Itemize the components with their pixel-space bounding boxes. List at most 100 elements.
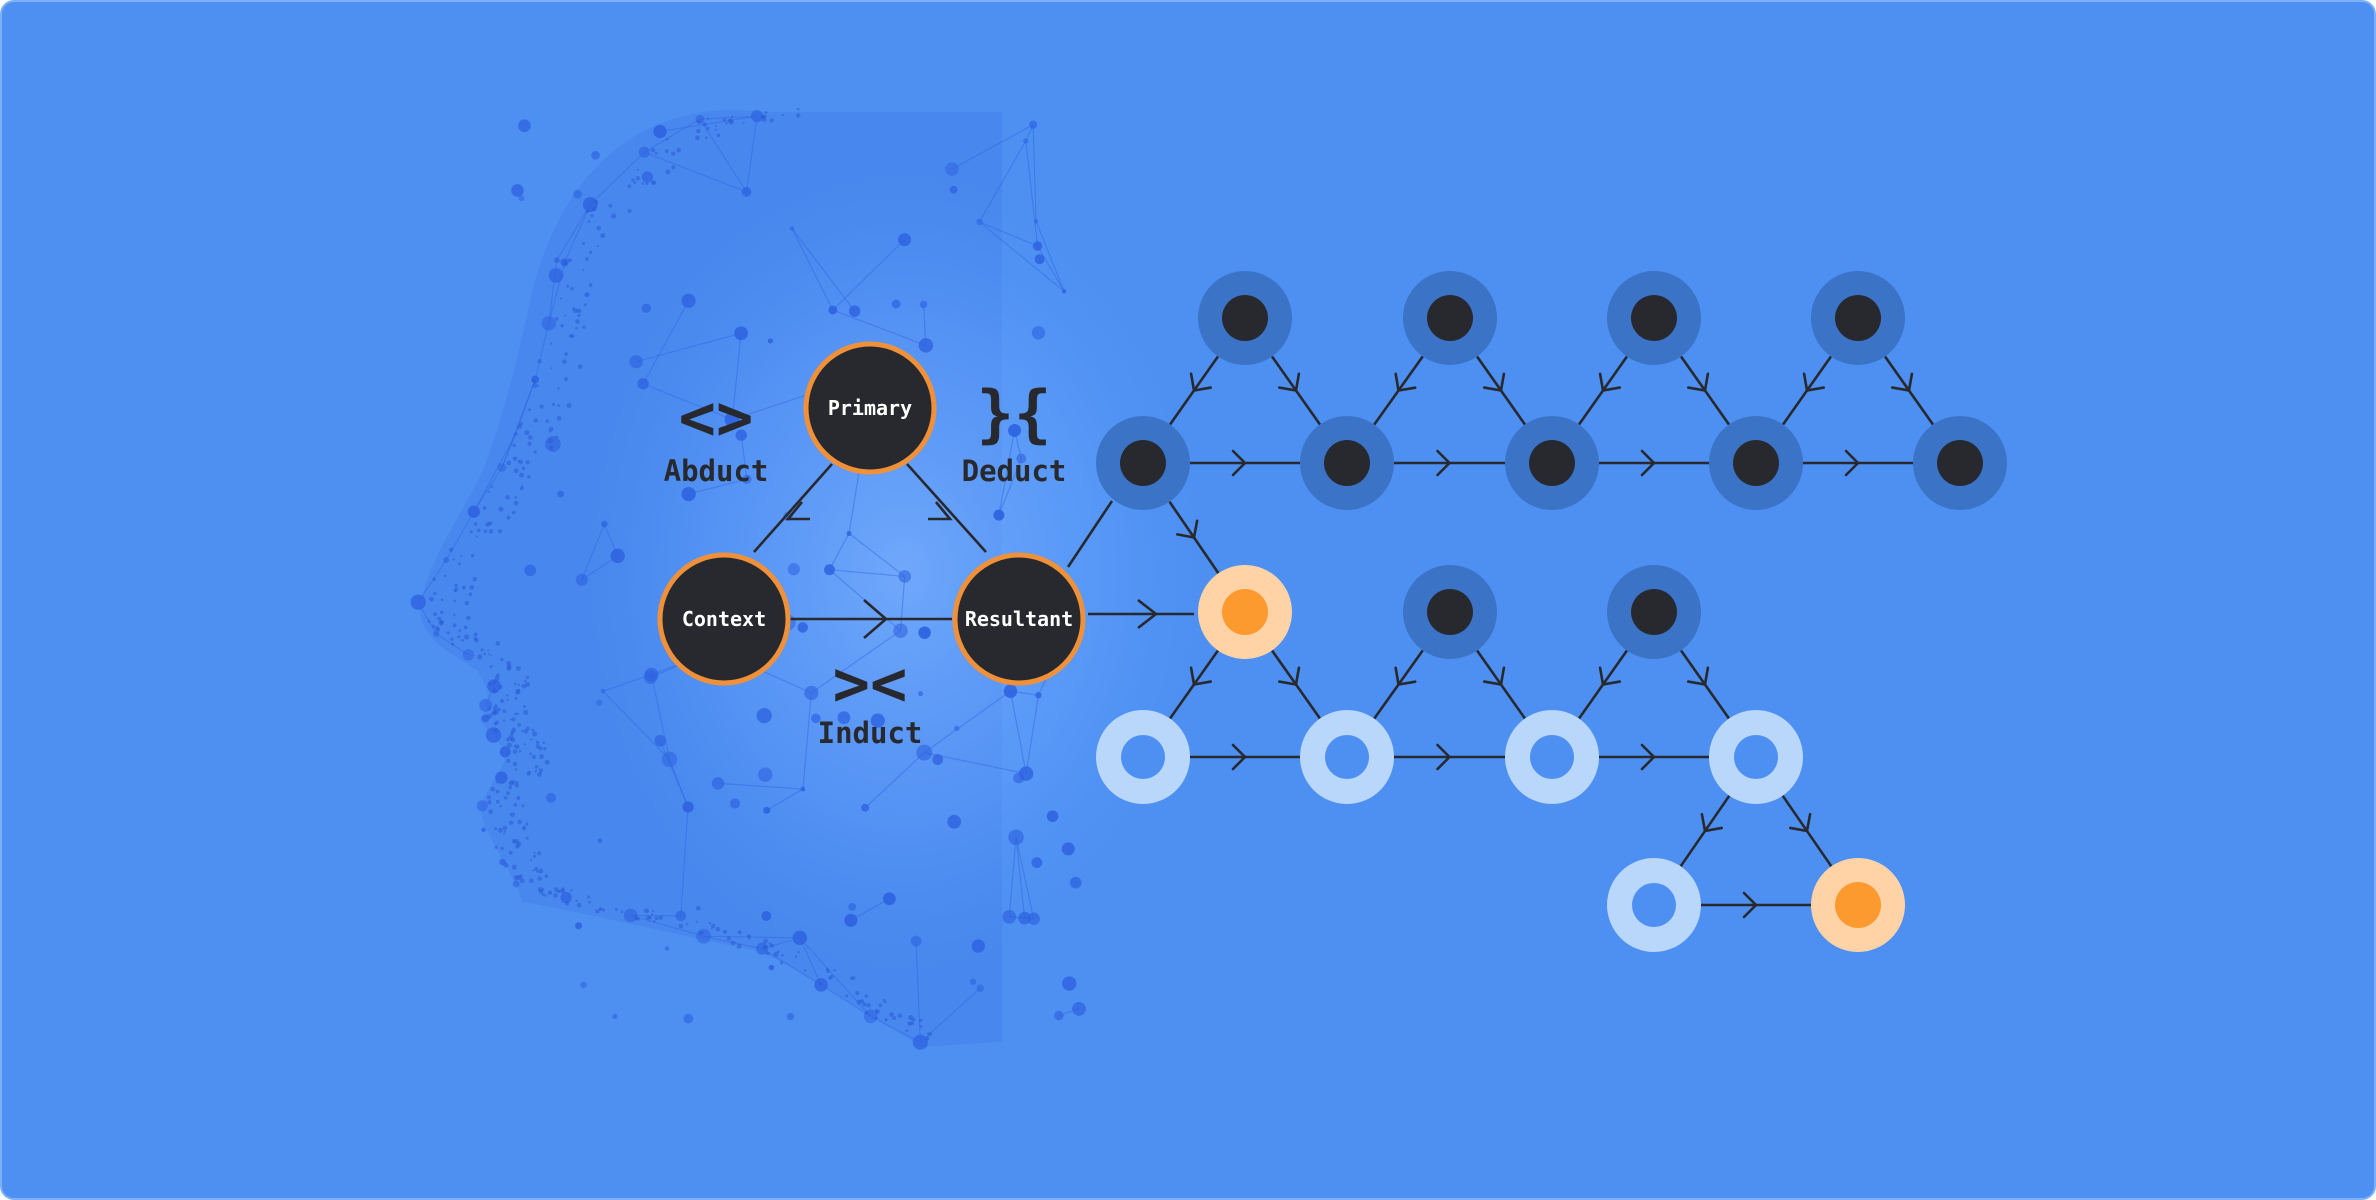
- face-stipple-dot: [588, 900, 591, 904]
- edge-primary-context: [753, 463, 833, 553]
- face-mesh-dot: [681, 293, 696, 308]
- face-stipple-dot: [563, 261, 568, 266]
- face-mesh-dots: [410, 110, 1086, 1050]
- face-stipple-dot: [495, 641, 501, 646]
- face-stipple-dot: [730, 940, 736, 946]
- face-stipple-dot: [539, 754, 544, 759]
- face-stipple-dot: [516, 666, 521, 671]
- face-mesh-dot: [792, 930, 807, 946]
- face-stipple-dot: [746, 934, 751, 938]
- edge-resultant-b1: [1066, 500, 1114, 568]
- face-mesh-dot: [916, 744, 933, 761]
- arrowhead-t2-b3: [1482, 372, 1506, 393]
- face-mesh-dot: [1018, 911, 1032, 925]
- face-stipple-dot: [473, 636, 477, 641]
- face-mesh-link: [979, 221, 1065, 292]
- face-stipple-dot: [706, 117, 710, 121]
- face-mesh-link: [534, 323, 550, 380]
- face-stipple-dot: [653, 920, 656, 923]
- face-stipple-dot: [480, 648, 484, 652]
- face-mesh-link: [1015, 837, 1035, 919]
- face-stipple-dot: [508, 820, 514, 825]
- face-stipple-dot: [548, 429, 552, 433]
- resultant-label: Resultant: [965, 607, 1073, 631]
- face-stipple-dot: [532, 869, 535, 872]
- face-stipple-dot: [446, 631, 450, 635]
- face-mesh-dot: [789, 226, 795, 231]
- face-mesh-dot: [661, 751, 678, 768]
- face-stipple-dot: [454, 583, 458, 588]
- face-stipple-dot: [545, 419, 550, 423]
- face-stipple-dot: [526, 474, 531, 479]
- face-stipple-dot: [635, 176, 641, 181]
- face-mesh-link: [659, 740, 689, 808]
- face-mesh-dot: [786, 1012, 795, 1021]
- face-stipple-dot: [443, 574, 447, 578]
- face-mesh-dot: [1035, 692, 1042, 699]
- face-mesh-dot: [837, 711, 851, 725]
- face-stipple-dot: [495, 781, 498, 784]
- face-mesh-link: [589, 151, 645, 205]
- node-core: [1121, 735, 1165, 779]
- face-mesh-dot: [653, 124, 667, 139]
- face-mesh-dot: [548, 268, 564, 283]
- face-stipple-dot: [631, 178, 635, 182]
- face-stipple-dot: [875, 1009, 880, 1015]
- face-stipple-dot: [568, 334, 573, 338]
- face-mesh-dot: [641, 303, 651, 314]
- face-mesh-dot: [891, 299, 901, 309]
- face-stipple-dot: [464, 634, 470, 640]
- face-stipple-dot: [582, 325, 586, 329]
- face-stipple-dot: [694, 135, 700, 141]
- arrowhead-m3-p4: [1686, 666, 1710, 687]
- face-stipple-dot: [537, 851, 542, 856]
- face-mesh-dot: [1034, 254, 1045, 265]
- face-stipple-dot: [457, 635, 461, 639]
- face-stipple-dot: [565, 901, 570, 906]
- face-mesh-dot: [1062, 289, 1067, 294]
- face-mesh-dot: [947, 814, 962, 829]
- node-core: [1324, 440, 1370, 486]
- face-stipple-dot: [722, 929, 728, 934]
- face-stipple-dot: [510, 812, 515, 817]
- face-stipple-dot: [516, 712, 519, 715]
- face-stipple-dot: [736, 943, 742, 949]
- face-mesh-link: [501, 379, 536, 468]
- face-mesh-link: [1009, 691, 1027, 774]
- face-stipple-dot: [470, 553, 475, 558]
- face-stipple-dot: [511, 717, 516, 722]
- face-mesh-dot: [824, 564, 835, 576]
- face-mesh-dot: [918, 626, 931, 639]
- face-stipple-dot: [499, 804, 502, 808]
- face-stipple-dot: [650, 148, 656, 153]
- face-stipple-dot: [518, 459, 523, 465]
- face-stipple-dot: [542, 741, 546, 744]
- face-stipple-dot: [601, 908, 606, 912]
- face-stipple-dot: [698, 931, 703, 935]
- face-mesh-dot: [1031, 326, 1046, 340]
- face-mesh-dot: [467, 505, 480, 518]
- face-stipple-dot: [862, 1002, 867, 1007]
- deduct-label: Deduct: [962, 454, 1067, 488]
- face-mesh-dot: [591, 150, 600, 160]
- reasoning-triangle: Primary Context Resultant <> Abduct }{ D…: [657, 341, 1194, 750]
- face-mesh-dot: [601, 520, 608, 528]
- face-stipple-dot: [505, 790, 510, 796]
- face-stipple-dot: [866, 1002, 871, 1008]
- face-stipple-dot: [654, 916, 659, 921]
- face-stipple-dot: [460, 554, 463, 557]
- graph-node-dark: [1709, 416, 1803, 510]
- face-stipple-dot: [511, 838, 517, 844]
- face-stipple-dot: [715, 926, 721, 932]
- face-stipple-dot: [429, 596, 434, 602]
- face-stipple-dot: [523, 825, 526, 829]
- face-mesh-dot: [861, 803, 870, 812]
- face-stipple-dot: [487, 707, 491, 711]
- face-stipple-dot: [633, 181, 637, 185]
- face-stipple-dot: [497, 707, 501, 712]
- face-stipple-dot: [555, 435, 558, 439]
- face-stipple-dot: [575, 326, 578, 330]
- face-stipple-dot: [518, 874, 523, 879]
- abduct-symbol: <>: [679, 381, 754, 454]
